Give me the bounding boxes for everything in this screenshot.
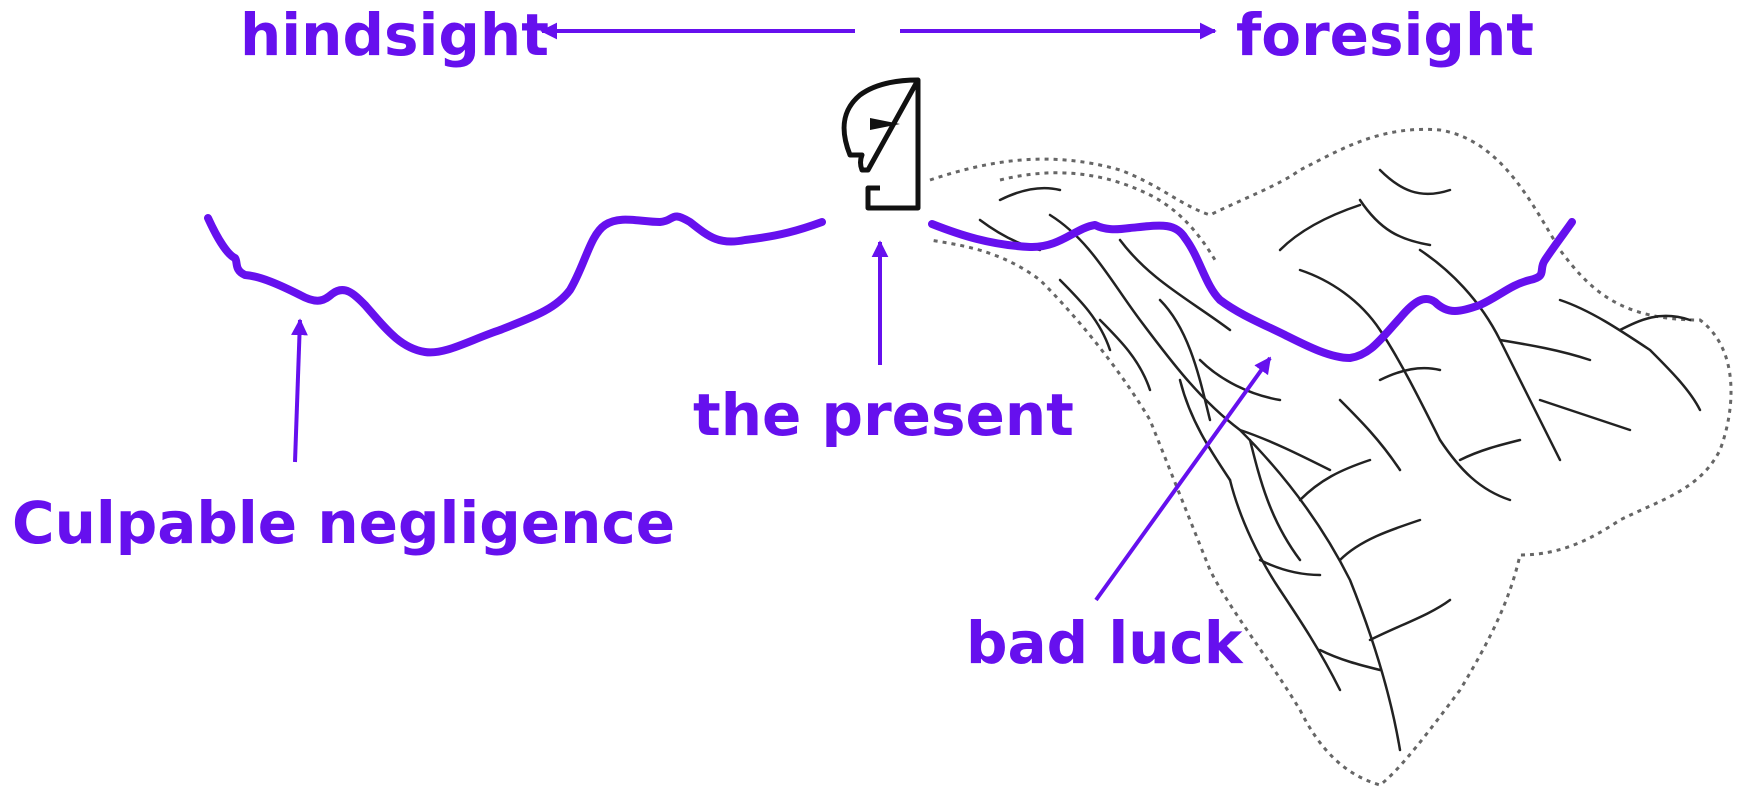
head-profile-icon — [841, 77, 921, 211]
past-path-line — [204, 212, 826, 357]
branching-futures — [978, 168, 1702, 752]
culpable-pointer-arrow — [291, 318, 308, 463]
culpable-negligence-label: Culpable negligence — [12, 489, 676, 557]
future-path-line — [928, 218, 1576, 362]
bad-luck-pointer-arrow — [1094, 356, 1272, 602]
foresight-label: foresight — [1236, 1, 1534, 69]
the-present-label: the present — [693, 381, 1074, 449]
hindsight-label: hindsight — [240, 1, 549, 69]
bad-luck-label: bad luck — [966, 609, 1243, 677]
future-region-outline — [929, 127, 1733, 787]
future-region-outline-inner — [999, 171, 1217, 261]
